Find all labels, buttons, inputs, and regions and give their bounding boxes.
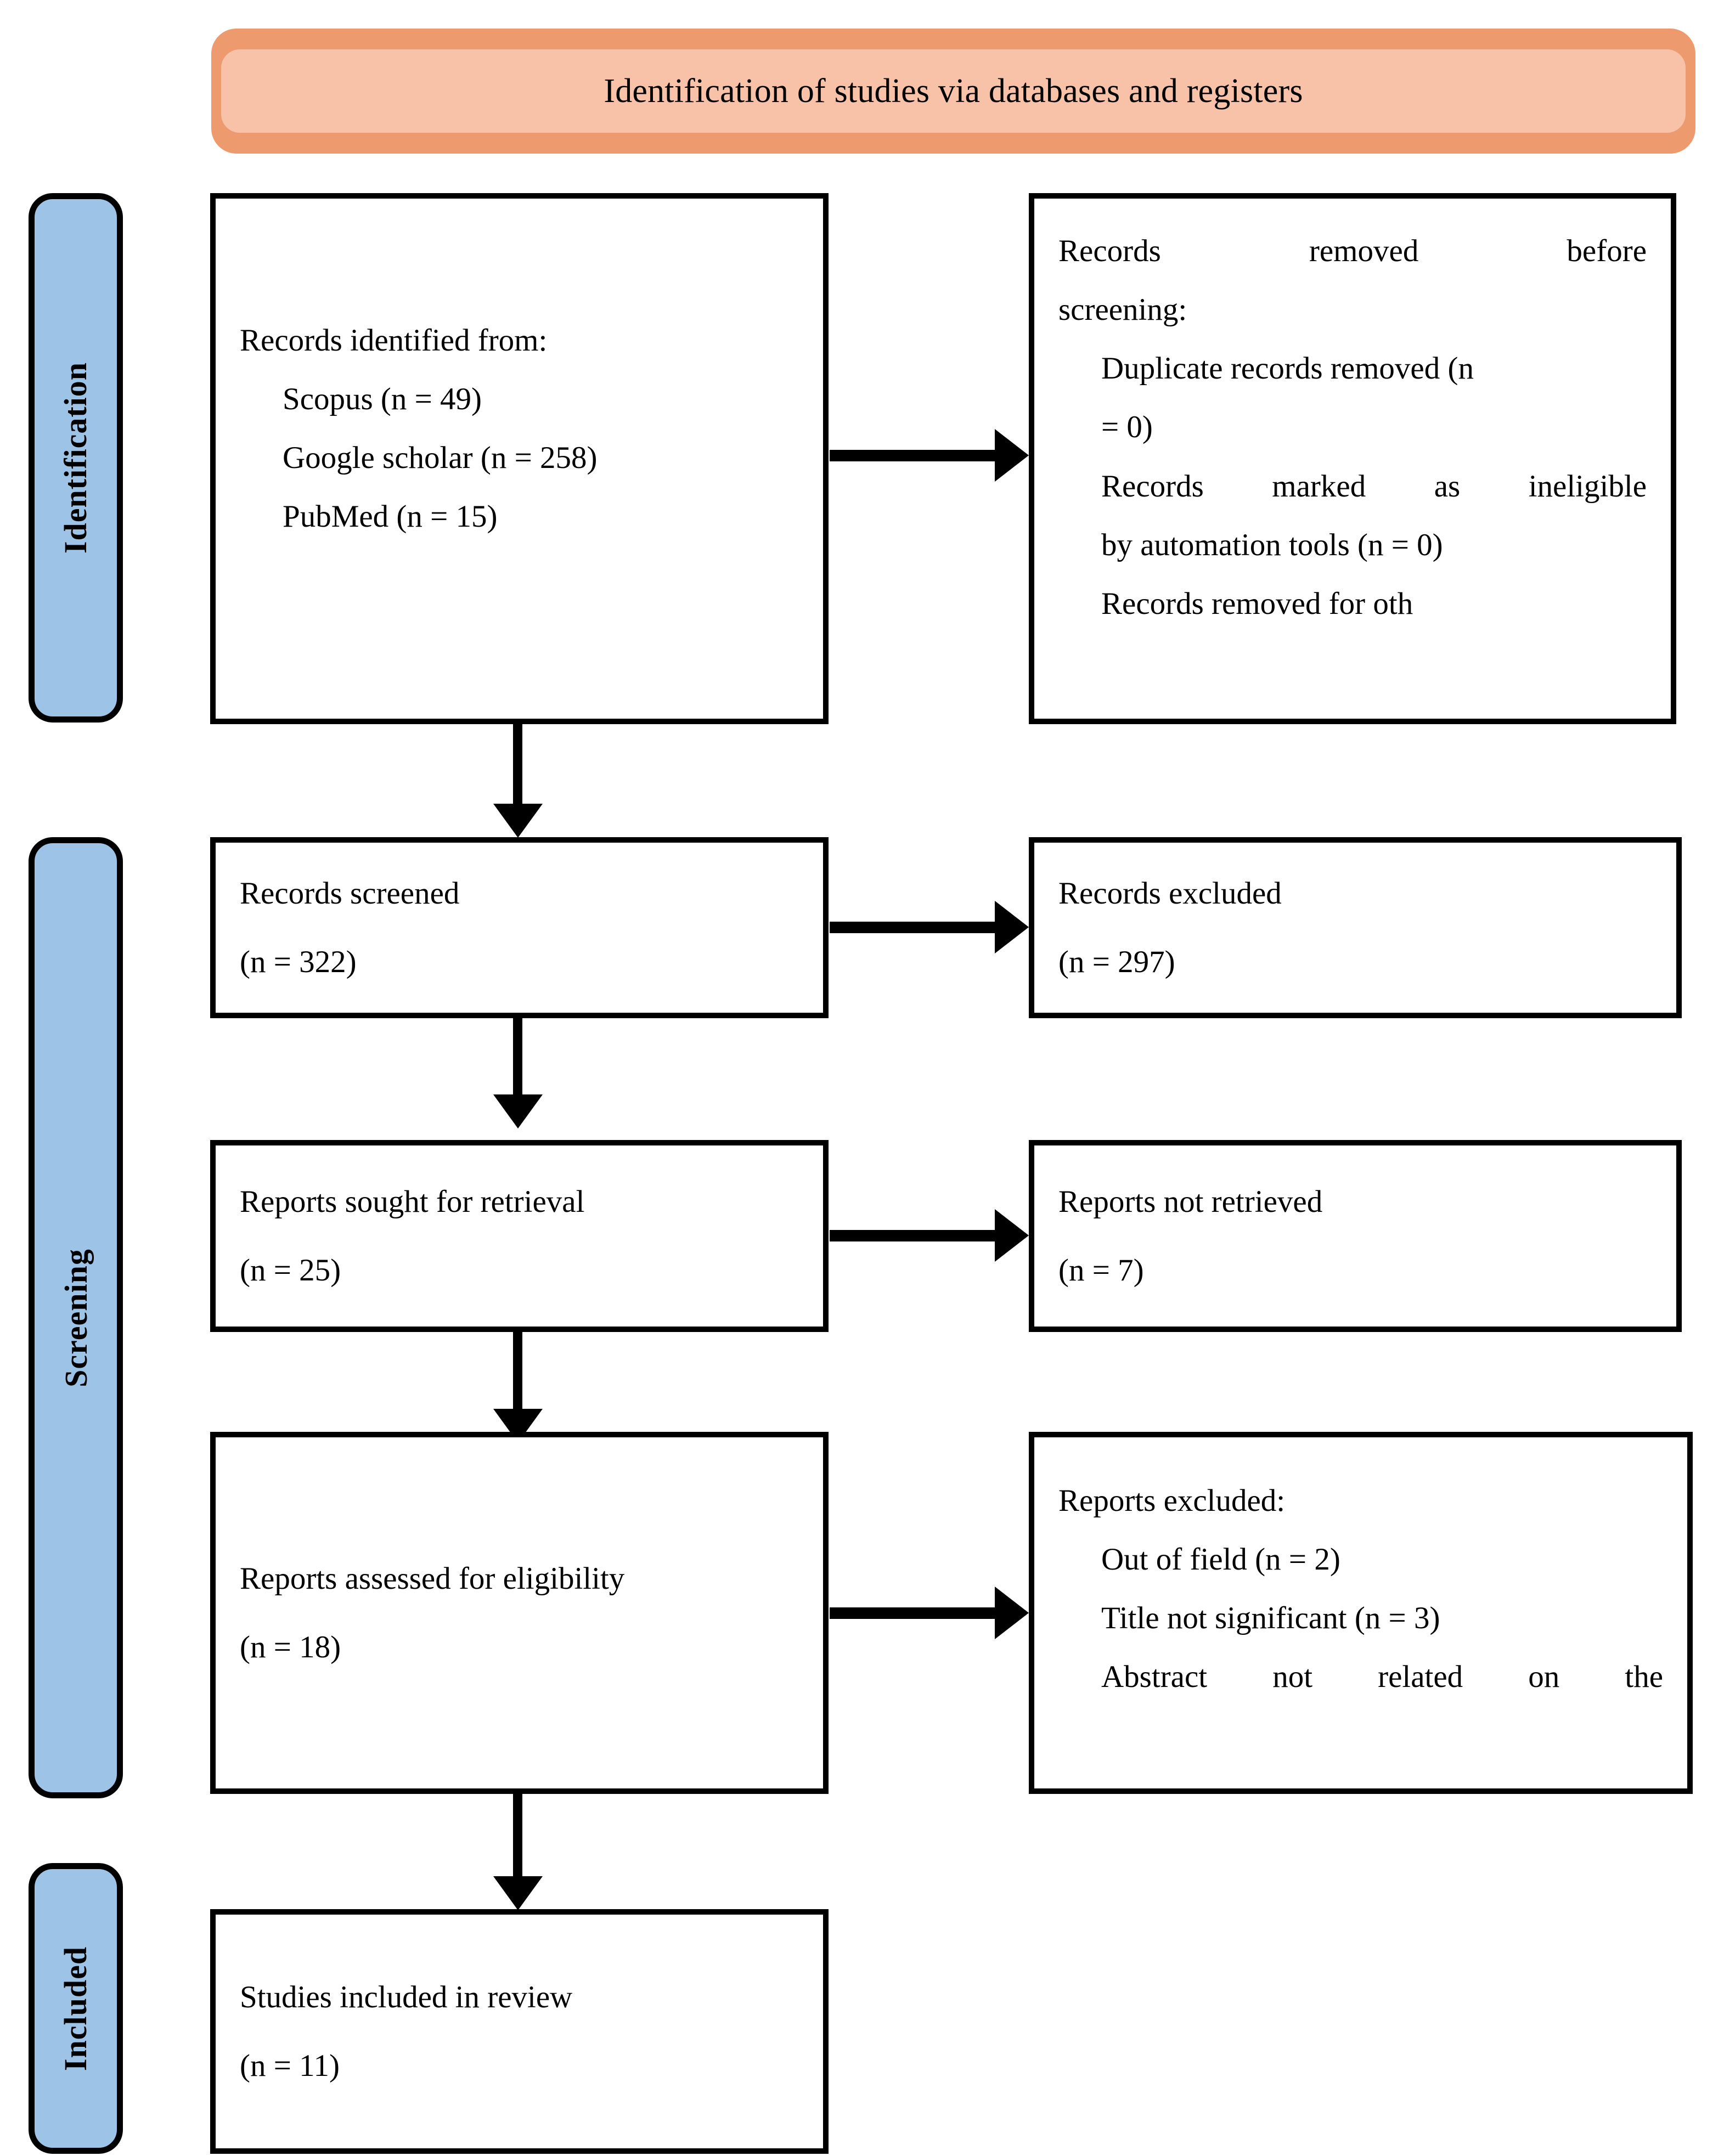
records-removed-item-duplicates-line1: Duplicate records removed (n: [1101, 351, 1474, 386]
records-screened-count: (n = 322): [240, 945, 357, 979]
records-identified-heading: Records identified from:: [240, 323, 548, 358]
records-identified-item-google-scholar: Google scholar (n = 258): [283, 441, 598, 476]
stage-label-identification: Identification: [58, 362, 94, 554]
records-removed-item-automation-line1: Records marked as ineligible: [1101, 469, 1647, 504]
box-studies-included: Studies included in review (n = 11): [210, 1909, 829, 2154]
box-studies-included-content: Studies included in review (n = 11): [216, 1915, 823, 2148]
records-removed-item-other-clipped: Records removed for oth: [1101, 586, 1413, 621]
box-records-identified: Records identified from: Scopus (n = 49)…: [210, 193, 829, 724]
box-records-removed: Records removed before screening: Duplic…: [1029, 193, 1676, 724]
records-screened-label: Records screened: [240, 876, 460, 911]
box-reports-assessed: Reports assessed for eligibility (n = 18…: [210, 1432, 829, 1794]
arrow-sought-to-not-retrieved-head-icon: [995, 1209, 1029, 1262]
studies-included-count: (n = 11): [240, 2048, 340, 2083]
stage-label-screening: Screening: [58, 1248, 94, 1387]
arrow-assessed-to-excluded-head-icon: [995, 1587, 1029, 1639]
arrow-identified-to-removed-head-icon: [995, 429, 1029, 482]
box-records-screened-content: Records screened (n = 322): [216, 843, 823, 1013]
arrow-assessed-to-excluded-line: [830, 1607, 1000, 1619]
reports-not-retrieved-count: (n = 7): [1058, 1253, 1144, 1288]
arrow-screened-to-sought-head-icon: [493, 1094, 543, 1128]
arrow-screened-to-excluded-head-icon: [995, 901, 1029, 953]
reports-assessed-count: (n = 18): [240, 1630, 341, 1664]
reports-excluded-item-out-of-field: Out of field (n = 2): [1101, 1542, 1340, 1577]
reports-excluded-item-title-not-significant: Title not significant (n = 3): [1101, 1601, 1440, 1636]
box-records-removed-content: Records removed before screening: Duplic…: [1034, 222, 1671, 633]
reports-excluded-heading: Reports excluded:: [1058, 1483, 1286, 1518]
stage-label-included: Included: [58, 1946, 94, 2071]
arrow-identified-to-removed-line: [830, 450, 1000, 461]
diagram-banner: Identification of studies via databases …: [211, 29, 1695, 154]
box-records-screened: Records screened (n = 322): [210, 837, 829, 1018]
box-records-identified-content: Records identified from: Scopus (n = 49)…: [216, 311, 823, 546]
records-removed-heading-line2: screening:: [1058, 292, 1187, 328]
box-reports-sought: Reports sought for retrieval (n = 25): [210, 1140, 829, 1332]
reports-not-retrieved-label: Reports not retrieved: [1058, 1184, 1323, 1219]
stage-bar-included: Included: [29, 1863, 123, 2154]
arrow-screened-to-sought-line: [513, 1018, 522, 1100]
box-reports-not-retrieved-content: Reports not retrieved (n = 7): [1034, 1145, 1676, 1327]
records-identified-item-scopus: Scopus (n = 49): [283, 382, 482, 417]
diagram-banner-inner: Identification of studies via databases …: [221, 49, 1686, 133]
records-excluded-label: Records excluded: [1058, 876, 1282, 911]
stage-bar-identification: Identification: [29, 193, 123, 723]
arrow-identified-to-screened-head-icon: [493, 804, 543, 838]
diagram-title: Identification of studies via databases …: [604, 72, 1303, 110]
records-removed-heading-line1: Records removed before: [1058, 234, 1647, 268]
box-records-excluded-content: Records excluded (n = 297): [1034, 843, 1676, 1013]
records-removed-item-automation-line2: by automation tools (n = 0): [1101, 527, 1443, 562]
reports-sought-count: (n = 25): [240, 1253, 341, 1288]
arrow-sought-to-assessed-line: [513, 1332, 522, 1414]
studies-included-label: Studies included in review: [240, 1980, 573, 2014]
box-reports-not-retrieved: Reports not retrieved (n = 7): [1029, 1140, 1682, 1332]
box-reports-assessed-content: Reports assessed for eligibility (n = 18…: [216, 1437, 823, 1788]
arrow-assessed-to-included-line: [513, 1794, 522, 1882]
box-reports-excluded-content: Reports excluded: Out of field (n = 2) T…: [1034, 1471, 1687, 1707]
box-reports-sought-content: Reports sought for retrieval (n = 25): [216, 1145, 823, 1327]
reports-excluded-item-abstract-not-related-clipped: Abstract not related on the: [1101, 1660, 1663, 1695]
box-records-excluded: Records excluded (n = 297): [1029, 837, 1682, 1018]
reports-sought-label: Reports sought for retrieval: [240, 1184, 585, 1219]
records-excluded-count: (n = 297): [1058, 945, 1175, 979]
reports-assessed-label: Reports assessed for eligibility: [240, 1561, 625, 1596]
records-removed-item-duplicates-line2: = 0): [1101, 410, 1153, 445]
stage-bar-screening: Screening: [29, 837, 123, 1798]
records-identified-item-pubmed: PubMed (n = 15): [283, 499, 498, 534]
arrow-identified-to-screened-line: [513, 724, 522, 810]
arrow-sought-to-not-retrieved-line: [830, 1230, 1000, 1241]
arrow-screened-to-excluded-line: [830, 922, 1000, 933]
arrow-assessed-to-included-head-icon: [493, 1876, 543, 1910]
box-reports-excluded: Reports excluded: Out of field (n = 2) T…: [1029, 1432, 1693, 1794]
